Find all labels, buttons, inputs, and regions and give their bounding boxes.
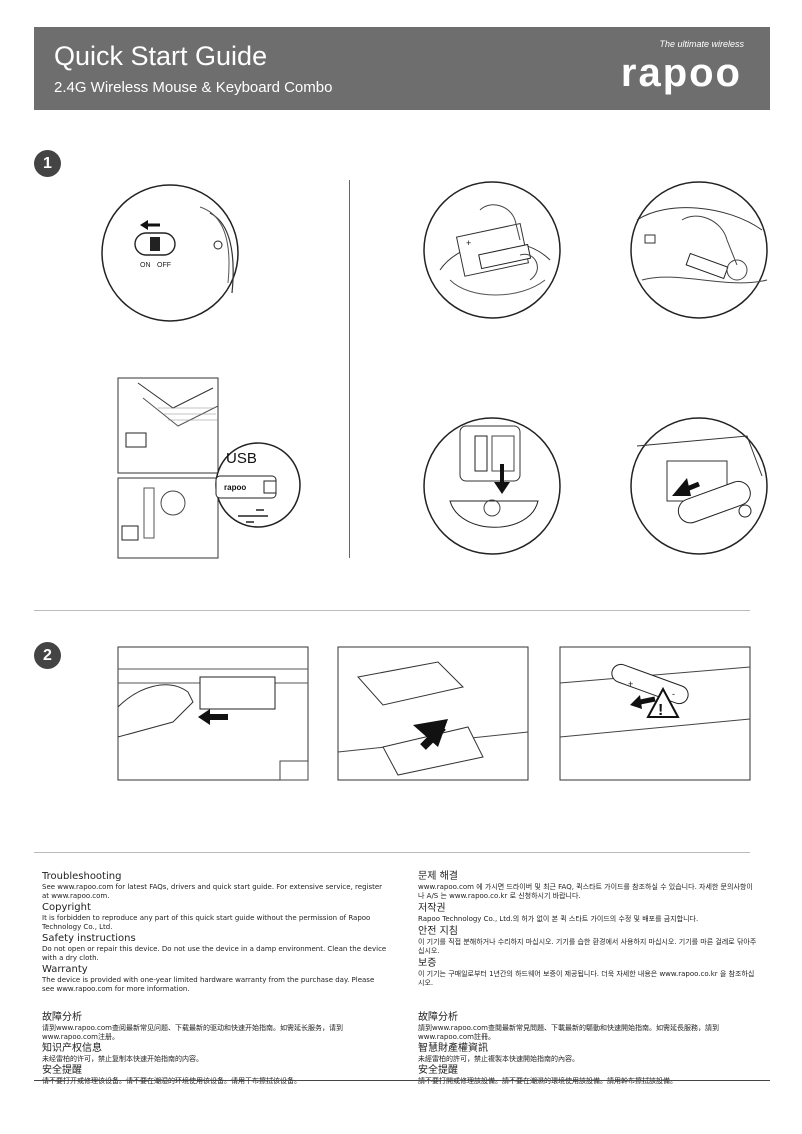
kb-battery-minus-label: - bbox=[672, 689, 675, 699]
kr-copyright-heading: 저작권 bbox=[418, 903, 446, 914]
troubleshooting-text: See www.rapoo.com for latest FAQs, drive… bbox=[42, 883, 383, 900]
keyboard-receiver-slot-illustration bbox=[117, 646, 309, 781]
on-label: ON bbox=[140, 262, 151, 269]
english-info-block: Troubleshooting See www.rapoo.com for la… bbox=[42, 871, 387, 995]
kb-battery-plus-label: + bbox=[628, 679, 633, 689]
safety-text: Do not open or repair this device. Do no… bbox=[42, 945, 387, 962]
korean-info-block: 문제 해결 www.rapoo.com 에 가시면 드라이버 및 최근 FAQ,… bbox=[418, 871, 758, 989]
keyboard-battery-cover-illustration bbox=[337, 646, 529, 781]
usb-label: USB bbox=[226, 450, 257, 467]
mouse-battery-open-illustration: + bbox=[423, 181, 561, 319]
kr-trouble-heading: 문제 해결 bbox=[418, 871, 458, 882]
rapoo-logo: rapoo bbox=[620, 51, 742, 95]
step-2-number: 2 bbox=[34, 642, 61, 669]
kr-trouble-text: www.rapoo.com 에 가시면 드라이버 및 최근 FAQ, 퀵스타트 … bbox=[418, 883, 753, 900]
warranty-heading: Warranty bbox=[42, 964, 88, 975]
step-1-divider bbox=[349, 180, 350, 558]
copyright-heading: Copyright bbox=[42, 902, 91, 913]
step-1-number: 1 bbox=[34, 150, 61, 177]
keyboard-battery-insert-illustration: + - ! bbox=[559, 646, 751, 781]
tw-trouble-heading: 故障分析 bbox=[418, 1012, 458, 1023]
mouse-battery-insert-illustration bbox=[630, 417, 768, 555]
receiver-logo: rapoo bbox=[224, 483, 246, 492]
cn-trouble-text: 请到www.rapoo.com查阅最新常见问题、下载最新的驱动和快速开始指南。如… bbox=[42, 1024, 343, 1041]
warranty-text: The device is provided with one-year lim… bbox=[42, 976, 375, 993]
page-subtitle: 2.4G Wireless Mouse & Keyboard Combo bbox=[54, 79, 333, 96]
tw-ip-text: 未經雷柏的許可，禁止複製本快速開始指南的內容。 bbox=[418, 1055, 579, 1063]
cn-safety-heading: 安全提醒 bbox=[42, 1065, 82, 1076]
troubleshooting-heading: Troubleshooting bbox=[42, 871, 122, 882]
section-divider-2 bbox=[34, 852, 750, 853]
cn-ip-text: 未经雷柏的许可，禁止复制本快速开始指南的内容。 bbox=[42, 1055, 203, 1063]
brand-tagline: The ultimate wireless bbox=[659, 39, 744, 49]
tw-ip-heading: 智慧財產權資訊 bbox=[418, 1043, 488, 1054]
tw-trouble-text: 請到www.rapoo.com查閱最新常見問題、下載最新的驅動和快速開始指南。如… bbox=[418, 1024, 719, 1041]
mouse-power-switch-illustration: ON OFF bbox=[101, 184, 239, 322]
kr-safety-heading: 안전 지침 bbox=[418, 926, 458, 937]
mouse-battery-compartment-illustration bbox=[423, 417, 561, 555]
warning-mark: ! bbox=[658, 702, 663, 719]
mouse-receiver-remove-illustration bbox=[630, 181, 768, 319]
header-banner: Quick Start Guide 2.4G Wireless Mouse & … bbox=[34, 27, 770, 110]
kr-warranty-heading: 보증 bbox=[418, 958, 437, 969]
page-title: Quick Start Guide bbox=[54, 41, 268, 71]
usb-receiver-illustration: USB rapoo bbox=[117, 377, 301, 559]
kr-safety-text: 이 기기를 직접 분해하거나 수리하지 마십시오. 기기를 습한 환경에서 사용… bbox=[418, 938, 757, 955]
off-label: OFF bbox=[157, 262, 171, 269]
bottom-rule bbox=[34, 1080, 770, 1081]
kr-copyright-text: Rapoo Technology Co., Ltd.의 허가 없이 본 퀵 스타… bbox=[418, 915, 699, 923]
chinese-traditional-block: 故障分析 請到www.rapoo.com查閱最新常見問題、下載最新的驅動和快速開… bbox=[418, 1012, 758, 1087]
tw-safety-heading: 安全提醒 bbox=[418, 1065, 458, 1076]
cn-trouble-heading: 故障分析 bbox=[42, 1012, 82, 1023]
battery-plus-label: + bbox=[466, 238, 471, 248]
cn-safety-text: 请不要打开或修理该设备。请不要在潮湿的环境使用该设备。请用干布擦拭该设备。 bbox=[42, 1077, 301, 1085]
kr-warranty-text: 이 기기는 구매일로부터 1년간의 하드웨어 보증이 제공됩니다. 더욱 자세한… bbox=[418, 970, 755, 987]
section-divider-1 bbox=[34, 610, 750, 611]
tw-safety-text: 請不要打開或修理該設備。請不要在潮濕的環境使用該設備。請用幹布擦拭該設備。 bbox=[418, 1077, 677, 1085]
chinese-simplified-block: 故障分析 请到www.rapoo.com查阅最新常见问题、下载最新的驱动和快速开… bbox=[42, 1012, 392, 1087]
copyright-text: It is forbidden to reproduce any part of… bbox=[42, 914, 371, 931]
safety-heading: Safety instructions bbox=[42, 933, 136, 944]
cn-ip-heading: 知识产权信息 bbox=[42, 1043, 102, 1054]
